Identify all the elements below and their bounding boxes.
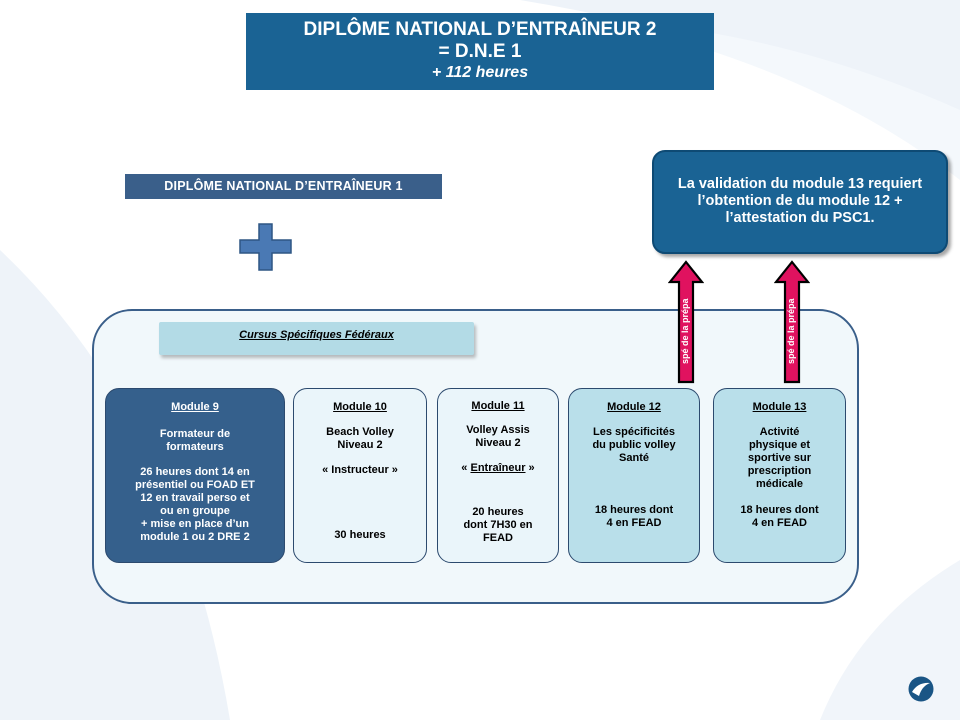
main-title-line2: = D.N.E 1 [438, 41, 522, 62]
main-title-line1: DIPLÔME NATIONAL D’ENTRAÎNEUR 2 [303, 19, 657, 40]
module-10-subtitle-1: Beach Volley [326, 426, 394, 438]
module-9-detail-5: + mise en place d’un [141, 518, 249, 530]
arrow-label-module-13: spé de la prépa [786, 298, 796, 364]
module-9-detail-4: ou en groupe [160, 505, 230, 517]
module-12-subtitle-2: du public volley [592, 439, 676, 451]
arrow-label-module-12: spé de la prépa [680, 298, 690, 364]
module-13-hours-1: 18 heures dont [740, 504, 819, 516]
module-11-hours-1: 20 heures [472, 506, 524, 518]
module-10-title: Module 10 [333, 401, 387, 413]
module-13-subtitle-5: médicale [755, 478, 804, 490]
module-11-title: Module 11 [471, 400, 525, 412]
module-9-detail-1: 26 heures dont 14 en [140, 466, 250, 478]
module-11-role-open: « [461, 462, 471, 474]
module-13-hours-2: 4 en FEAD [751, 517, 807, 529]
up-arrow-icon [774, 260, 810, 384]
up-arrow-icon [668, 260, 704, 384]
validation-note: La validation du module 13 requiert l’ob… [652, 150, 948, 254]
module-9-subtitle-1: Formateur de [159, 428, 231, 440]
module-13-subtitle-3: sportive sur [748, 452, 811, 464]
logo-icon [908, 676, 934, 702]
module-13-subtitle-1: Activité [759, 426, 800, 438]
module-10-card: Module 10 Beach Volley Niveau 2 « Instru… [293, 388, 427, 563]
module-11-card: Module 11 Volley Assis Niveau 2 « Entraî… [437, 388, 559, 563]
module-9-title: Module 9 [171, 401, 219, 413]
module-11-hours-2: dont 7H30 en [463, 519, 533, 531]
module-13-subtitle-2: physique et [748, 439, 811, 451]
main-title-hours: + 112 heures [431, 64, 529, 81]
module-12-title: Module 12 [607, 401, 661, 413]
module-12-hours-1: 18 heures dont [594, 504, 674, 516]
main-title-box: DIPLÔME NATIONAL D’ENTRAÎNEUR 2 = D.N.E … [246, 13, 714, 90]
cursus-label: Cursus Spécifiques Fédéraux [159, 322, 474, 355]
module-11-role-word: Entraîneur [470, 462, 526, 474]
module-10-hours: 30 heures [334, 529, 386, 541]
module-12-subtitle-3: Santé [619, 452, 649, 464]
module-11-subtitle-2: Niveau 2 [475, 437, 521, 449]
module-9-subtitle-2: formateurs [166, 441, 224, 453]
module-10-role: « Instructeur » [322, 464, 398, 476]
module-13-subtitle-4: prescription [747, 465, 812, 477]
module-12-hours-2: 4 en FEAD [606, 517, 662, 529]
module-10-subtitle-2: Niveau 2 [337, 439, 383, 451]
module-11-role: « Entraîneur » [444, 462, 552, 475]
plus-icon [239, 223, 292, 271]
module-12-card: Module 12 Les spécificités du public vol… [568, 388, 700, 563]
module-9-card: Module 9 Formateur de formateurs 26 heur… [105, 388, 285, 563]
module-9-detail-3: 12 en travail perso et [140, 492, 250, 504]
module-12-subtitle-1: Les spécificités [593, 426, 675, 438]
module-13-title: Module 13 [752, 401, 807, 413]
module-9-detail-6: module 1 ou 2 DRE 2 [140, 531, 250, 543]
module-13-card: Module 13 Activité physique et sportive … [713, 388, 846, 563]
module-11-hours-3: FEAD [483, 532, 513, 544]
module-9-detail-2: présentiel ou FOAD ET [135, 479, 255, 491]
module-11-role-close: » [525, 462, 535, 474]
module-11-subtitle-1: Volley Assis [466, 424, 530, 436]
dne1-label: DIPLÔME NATIONAL D’ENTRAÎNEUR 1 [125, 174, 442, 199]
